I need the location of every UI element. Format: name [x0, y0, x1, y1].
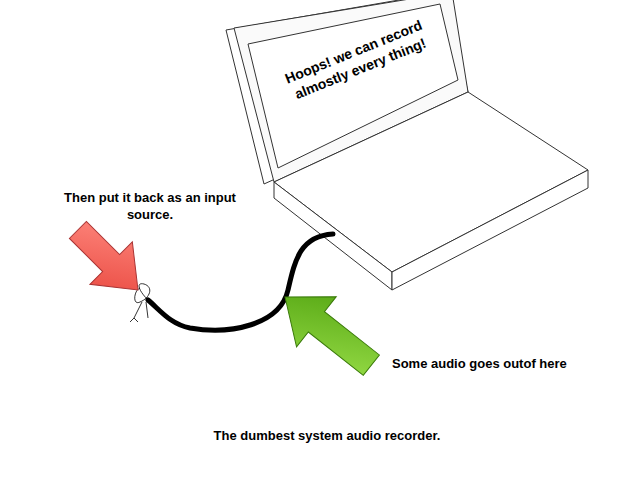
- laptop-base-top: [274, 92, 588, 272]
- callout-note: Then put it back as an input source.: [50, 190, 250, 224]
- laptop-base-side: [392, 170, 588, 290]
- callout-note: Some audio goes outof here: [392, 356, 612, 373]
- caption: The dumbest system audio recorder.: [120, 428, 534, 445]
- green-callout-arrow: [265, 272, 391, 390]
- red-callout-arrow: [57, 209, 160, 312]
- laptop: [226, 0, 588, 290]
